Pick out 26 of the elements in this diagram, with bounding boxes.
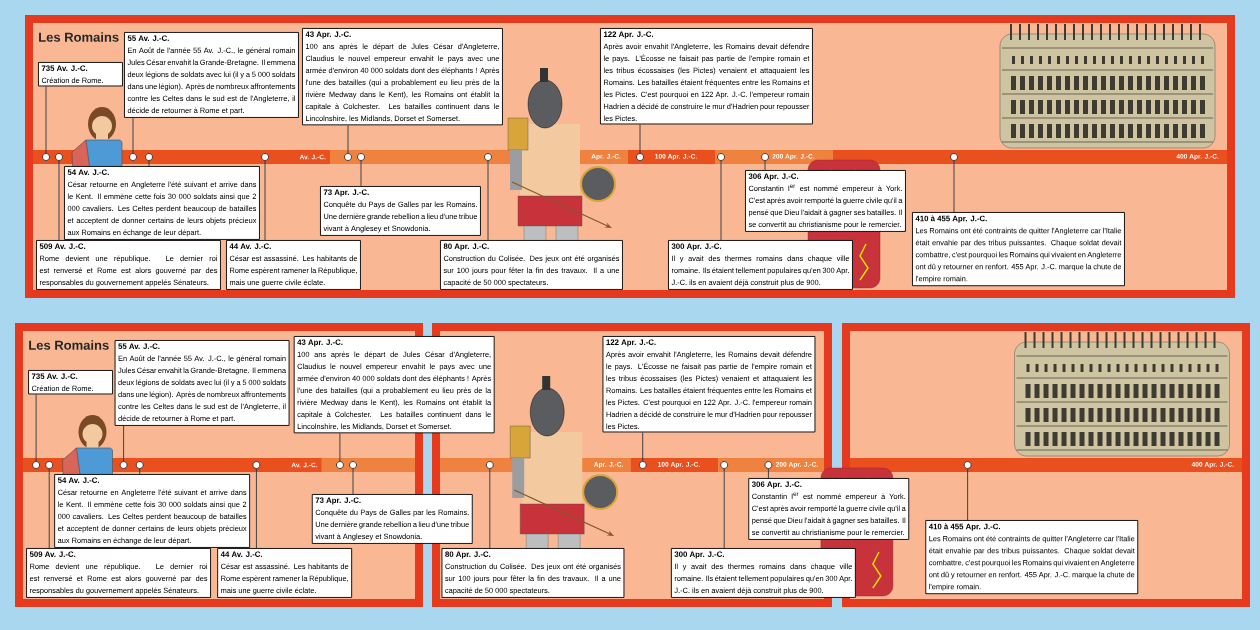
leader-line [642,432,644,462]
leader-line [360,160,362,187]
leader-line [953,160,955,213]
poster-title: Les Romains [39,32,119,42]
leader-line [264,160,266,241]
leader-line [967,468,969,521]
leader-line [487,160,489,241]
leader-line [123,425,125,462]
leader-line [764,160,766,171]
leader-line [48,468,50,549]
leader-line [723,468,725,549]
leader-line [255,468,257,549]
leader-line [489,468,491,549]
leader-line [347,124,349,154]
leader-line [35,393,37,462]
leader-line [45,85,47,154]
leader-line [639,124,641,154]
leader-line [767,468,769,479]
poster-title: Les Romains [29,340,109,350]
leader-line [339,432,341,462]
leader-line [720,160,722,241]
leader-line [132,117,134,154]
leader-line [58,160,60,241]
leader-line [139,468,141,475]
leader-line [352,468,354,495]
leader-line [148,160,150,167]
